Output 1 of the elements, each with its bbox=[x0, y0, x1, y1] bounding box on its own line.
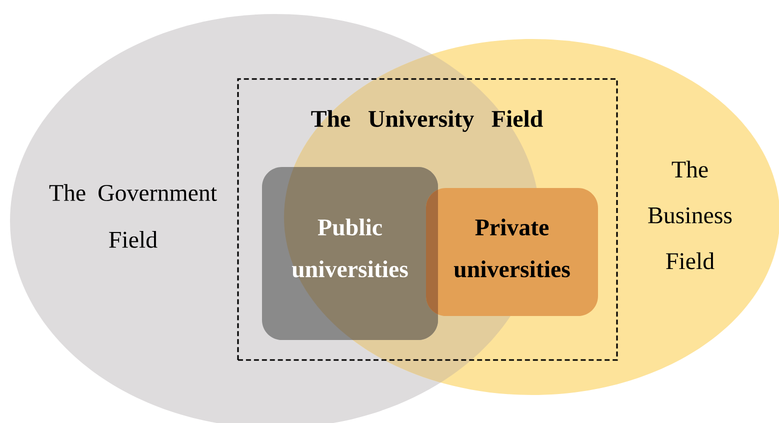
rounded-box: Public universities bbox=[262, 167, 438, 340]
